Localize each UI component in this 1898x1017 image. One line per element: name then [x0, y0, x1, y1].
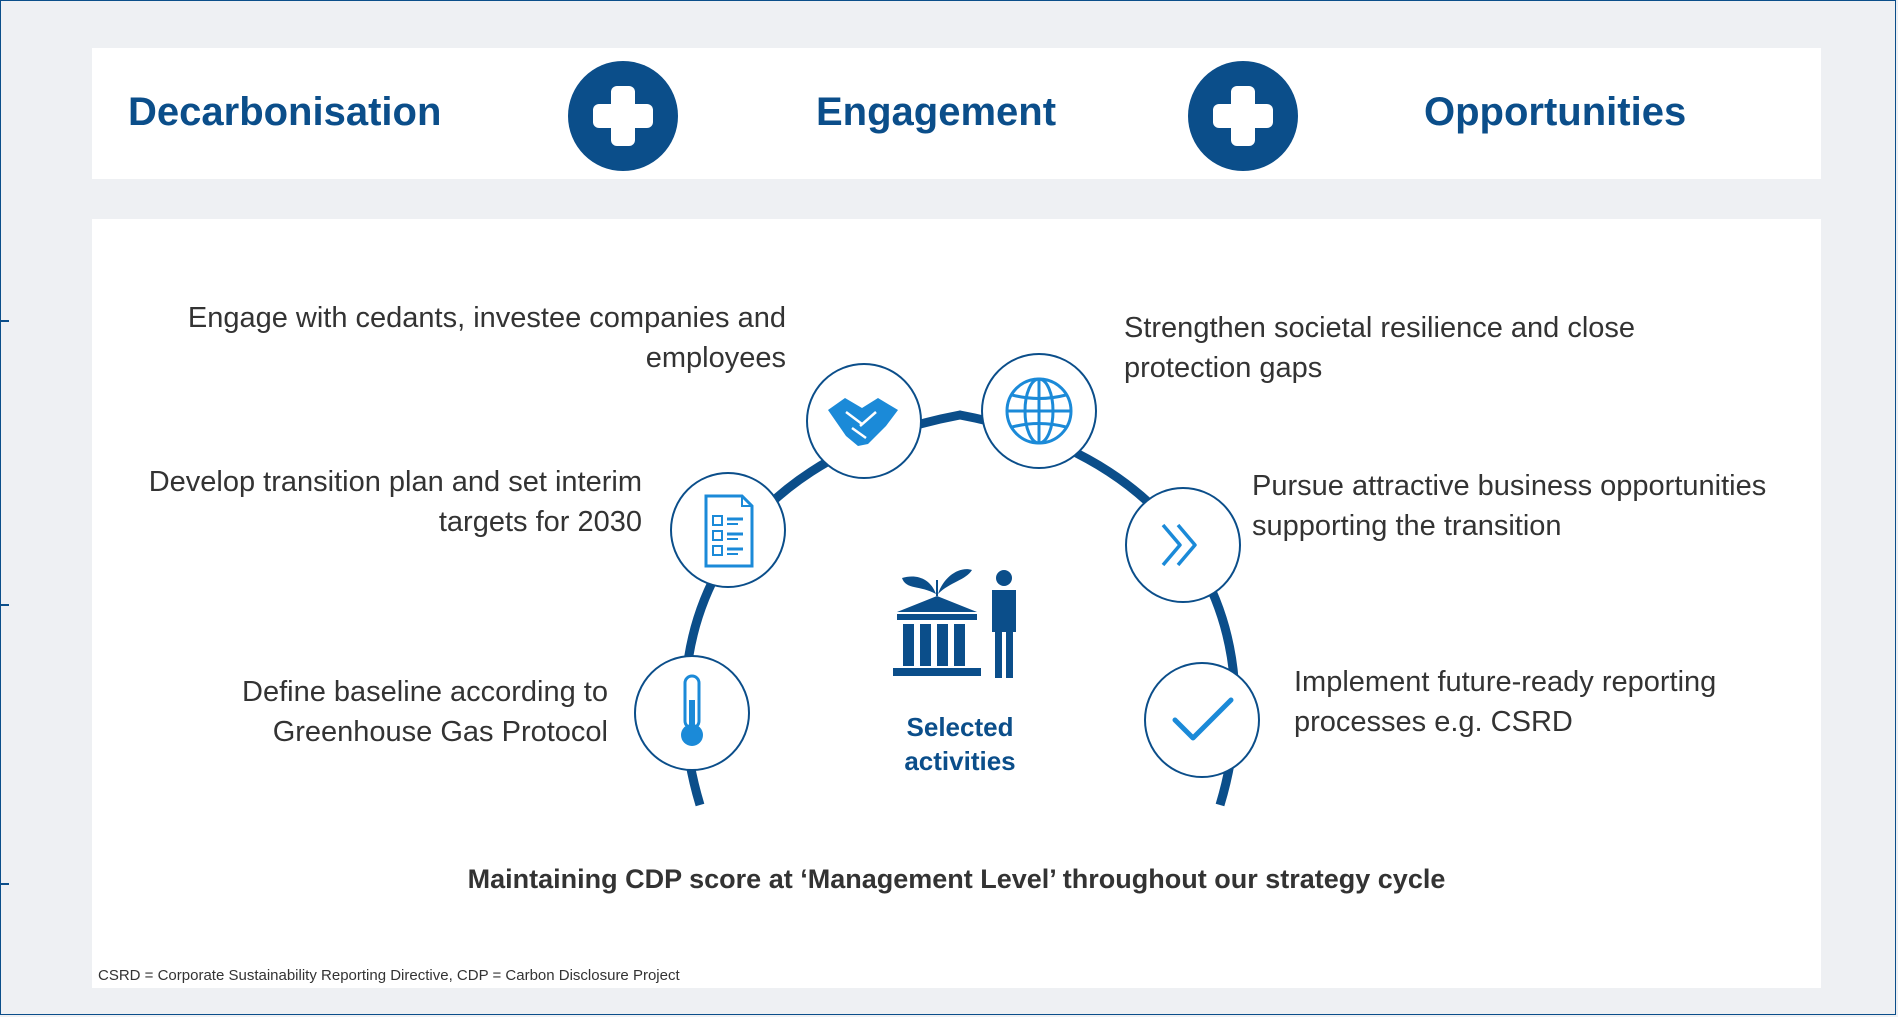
- pillars-band: [92, 48, 1821, 179]
- plus-icon: [568, 61, 678, 171]
- frame-tick: [0, 883, 9, 885]
- pillar-decarbonisation: Decarbonisation: [128, 90, 442, 134]
- activity-engage-label: Engage with cedants, investee companies …: [187, 302, 786, 374]
- activity-opportunities-label: Pursue attractive business opportunities…: [1252, 470, 1767, 542]
- activity-transition-plan-label: Develop transition plan and set interim …: [148, 466, 642, 538]
- checklist-document-icon: [670, 472, 786, 588]
- checkmark-icon: [1144, 662, 1260, 778]
- cdp-tagline: Maintaining CDP score at ‘Management Lev…: [467, 864, 1446, 894]
- thermometer-icon: [634, 655, 750, 771]
- frame-tick: [0, 320, 9, 322]
- globe-icon: [981, 353, 1097, 469]
- pillar-engagement: Engagement: [816, 90, 1057, 134]
- center-label: Selected activities: [904, 712, 1016, 776]
- footnote: CSRD = Corporate Sustainability Reportin…: [98, 967, 680, 984]
- activities-panel: [92, 219, 1821, 988]
- activities-arc: [680, 410, 1240, 807]
- activity-reporting-label: Implement future-ready reporting process…: [1294, 666, 1717, 738]
- activity-resilience-label: Strengthen societal resilience and close…: [1124, 312, 1636, 384]
- frame-tick: [0, 604, 9, 606]
- plus-icon: [1188, 61, 1298, 171]
- handshake-icon: [806, 363, 922, 479]
- activity-baseline-label: Define baseline according to Greenhouse …: [242, 676, 608, 748]
- pillar-opportunities: Opportunities: [1424, 90, 1687, 134]
- double-chevron-icon: [1125, 487, 1241, 603]
- sustainable-institution-icon: [893, 569, 1016, 678]
